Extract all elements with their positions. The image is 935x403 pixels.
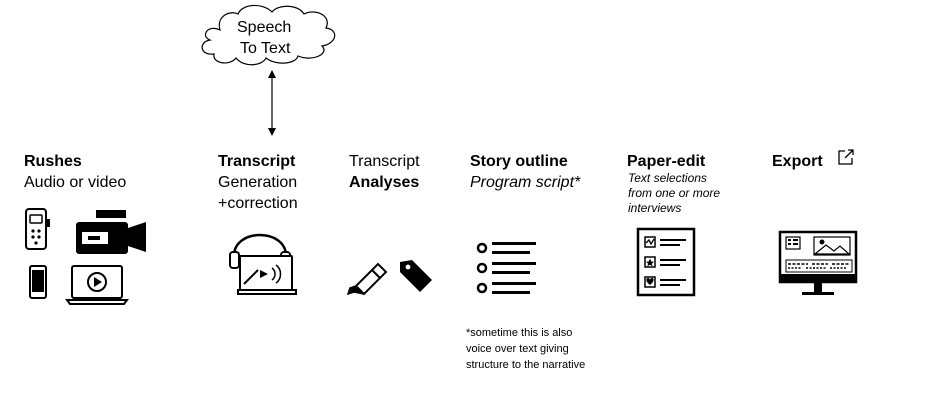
transcript-title: Transcript bbox=[218, 153, 296, 170]
paper-edit-desc-2: from one or more bbox=[628, 186, 721, 200]
analyses-line1: Transcript bbox=[349, 153, 420, 170]
paper-edit-desc-3: interviews bbox=[628, 201, 682, 215]
highlighter-icon bbox=[346, 262, 388, 296]
footnote-line2: voice over text giving bbox=[466, 343, 569, 355]
analyses-line2: Analyses bbox=[349, 174, 420, 191]
paper-edit-title: Paper-edit bbox=[627, 153, 706, 170]
tag-icon bbox=[400, 260, 432, 292]
headphones-laptop-icon bbox=[229, 233, 297, 295]
laptop-video-icon bbox=[65, 265, 129, 305]
cloud-label-2: To Text bbox=[240, 40, 291, 57]
audio-recorder-icon bbox=[25, 208, 50, 250]
video-camera-icon bbox=[76, 210, 146, 254]
footnote-line1: *sometime this is also bbox=[466, 327, 573, 339]
list-icon bbox=[476, 242, 536, 294]
footnote-line3: structure to the narrative bbox=[466, 359, 586, 371]
transcript-line2: Generation bbox=[218, 174, 298, 191]
monitor-icon bbox=[778, 230, 858, 295]
external-link-icon[interactable] bbox=[836, 147, 856, 167]
phone-icon bbox=[29, 265, 47, 299]
rushes-title: Rushes bbox=[24, 153, 82, 170]
story-subtitle: Program script* bbox=[470, 174, 581, 191]
checklist-icon bbox=[636, 227, 696, 297]
rushes-subtitle: Audio or video bbox=[24, 174, 127, 191]
paper-edit-desc-1: Text selections bbox=[628, 171, 707, 185]
export-title: Export bbox=[772, 153, 823, 170]
cloud-label-1: Speech bbox=[237, 19, 292, 36]
transcript-line3: +correction bbox=[218, 195, 298, 212]
story-title: Story outline bbox=[470, 153, 568, 170]
